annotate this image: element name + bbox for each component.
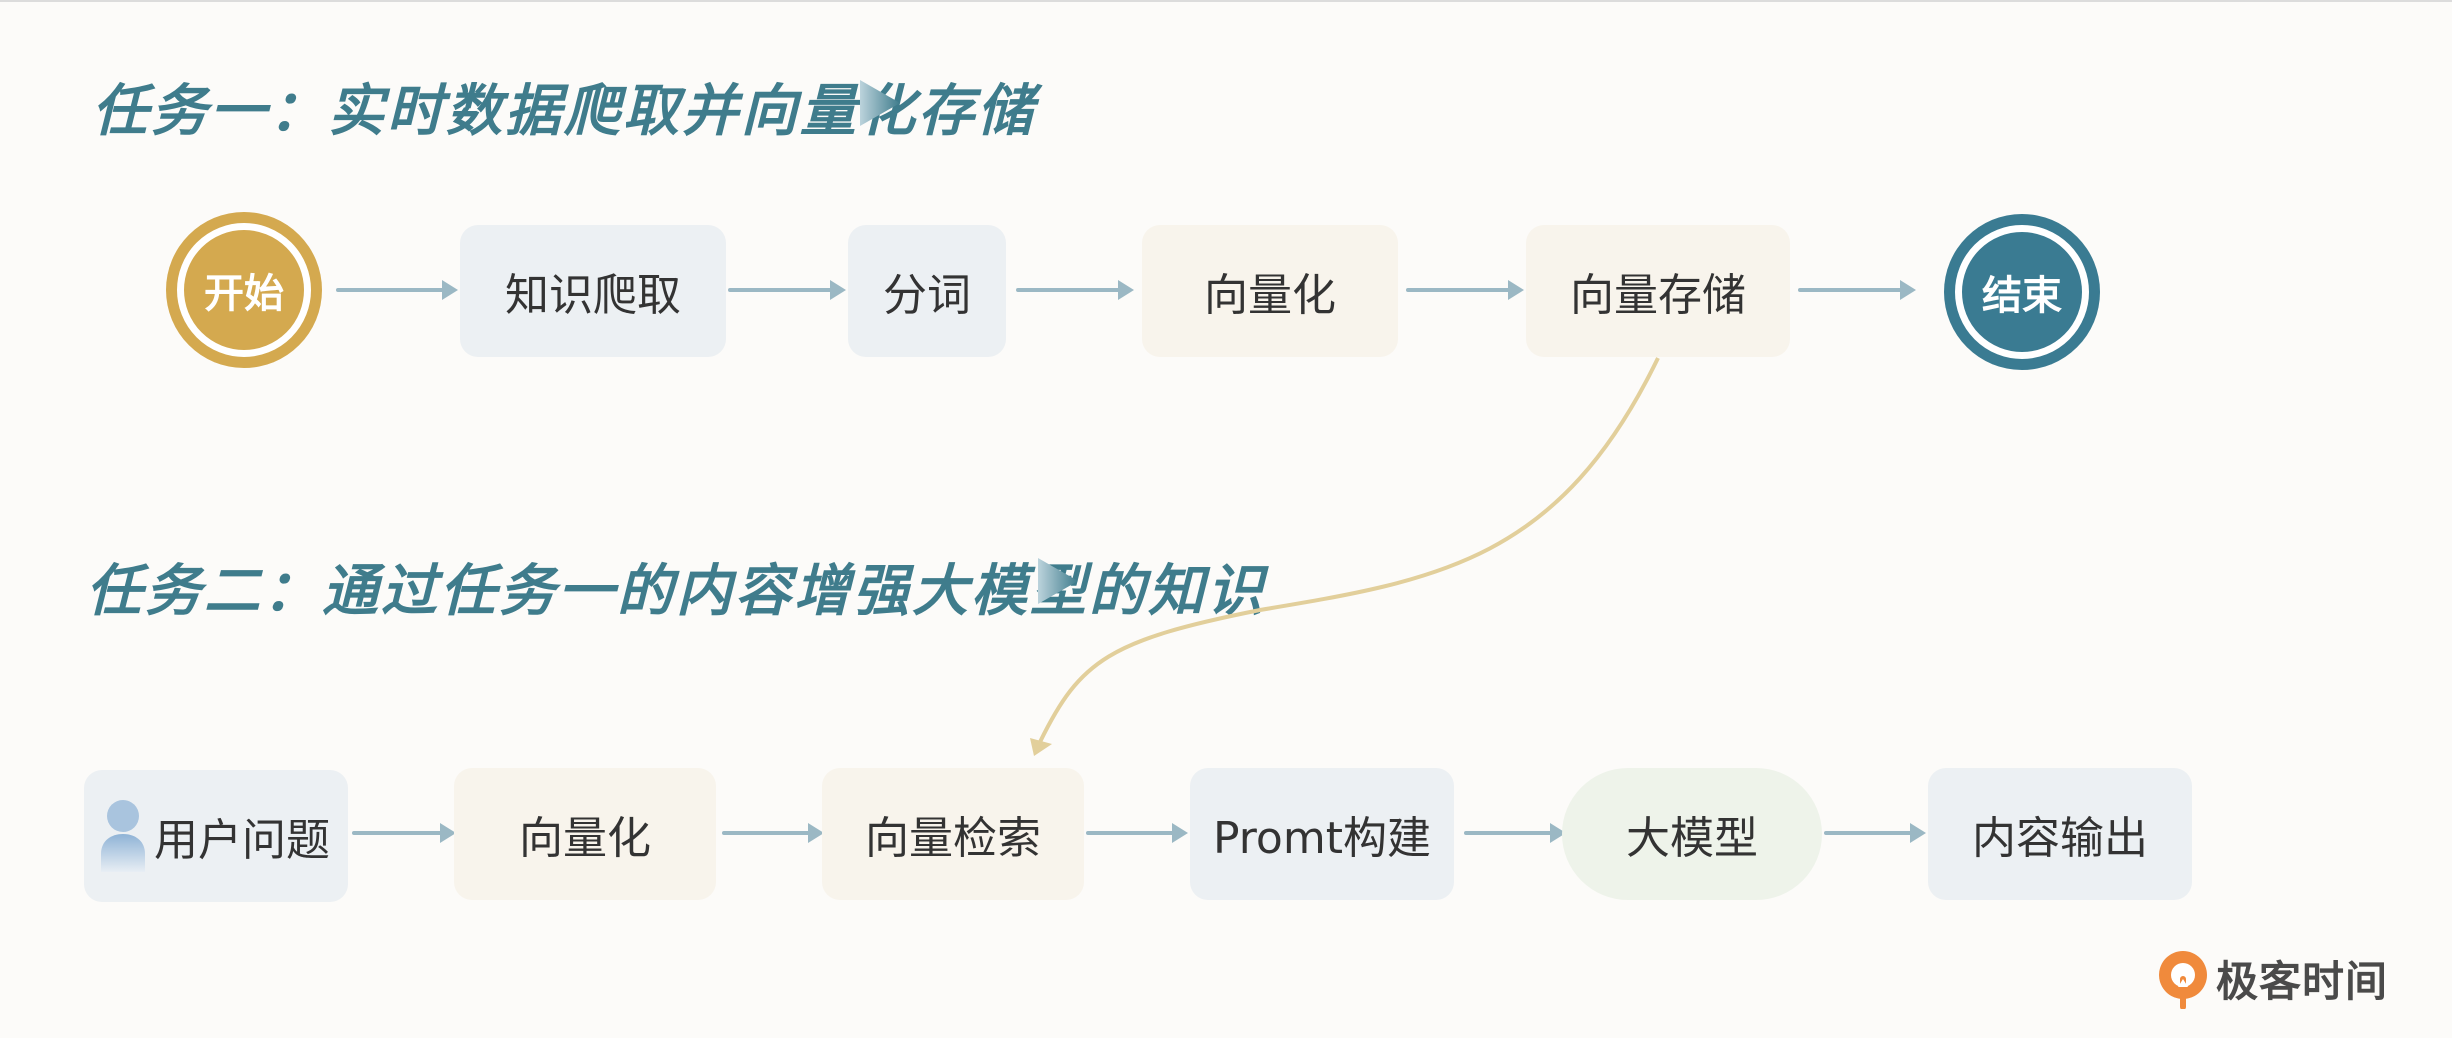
- step-user-question: 用户问题: [84, 770, 348, 902]
- brand-name: 极客时间: [2216, 957, 2389, 1006]
- step-vectorize: 向量化: [1142, 225, 1398, 357]
- step-crawl: 知识爬取: [460, 225, 726, 357]
- start-node: 开始: [166, 212, 322, 368]
- step-prompt-build: Promt构建: [1190, 768, 1454, 900]
- top-divider: [0, 0, 2452, 2]
- user-icon: [101, 800, 145, 872]
- end-node: 结束: [1944, 214, 2100, 370]
- end-label: 结束: [1955, 225, 2089, 359]
- brand-logo: 极客时间: [2156, 948, 2388, 1009]
- user-question-label: 用户问题: [154, 815, 330, 866]
- step-query-vectorize: 向量化: [454, 768, 716, 900]
- play-triangle-icon: [1038, 558, 1078, 604]
- step-vector-store: 向量存储: [1526, 225, 1790, 357]
- storage-to-retrieval-curve: [1038, 357, 1660, 743]
- step-tokenize: 分词: [848, 225, 1006, 357]
- geektime-logo-icon: [2159, 950, 2207, 1009]
- step-vector-search: 向量检索: [822, 768, 1084, 900]
- start-label: 开始: [177, 223, 311, 357]
- play-triangle-icon: [860, 80, 900, 126]
- task2-title: 任务二：通过任务一的内容增强大模型的知识: [86, 559, 1266, 624]
- step-output: 内容输出: [1928, 768, 2192, 900]
- step-llm: 大模型: [1562, 768, 1822, 900]
